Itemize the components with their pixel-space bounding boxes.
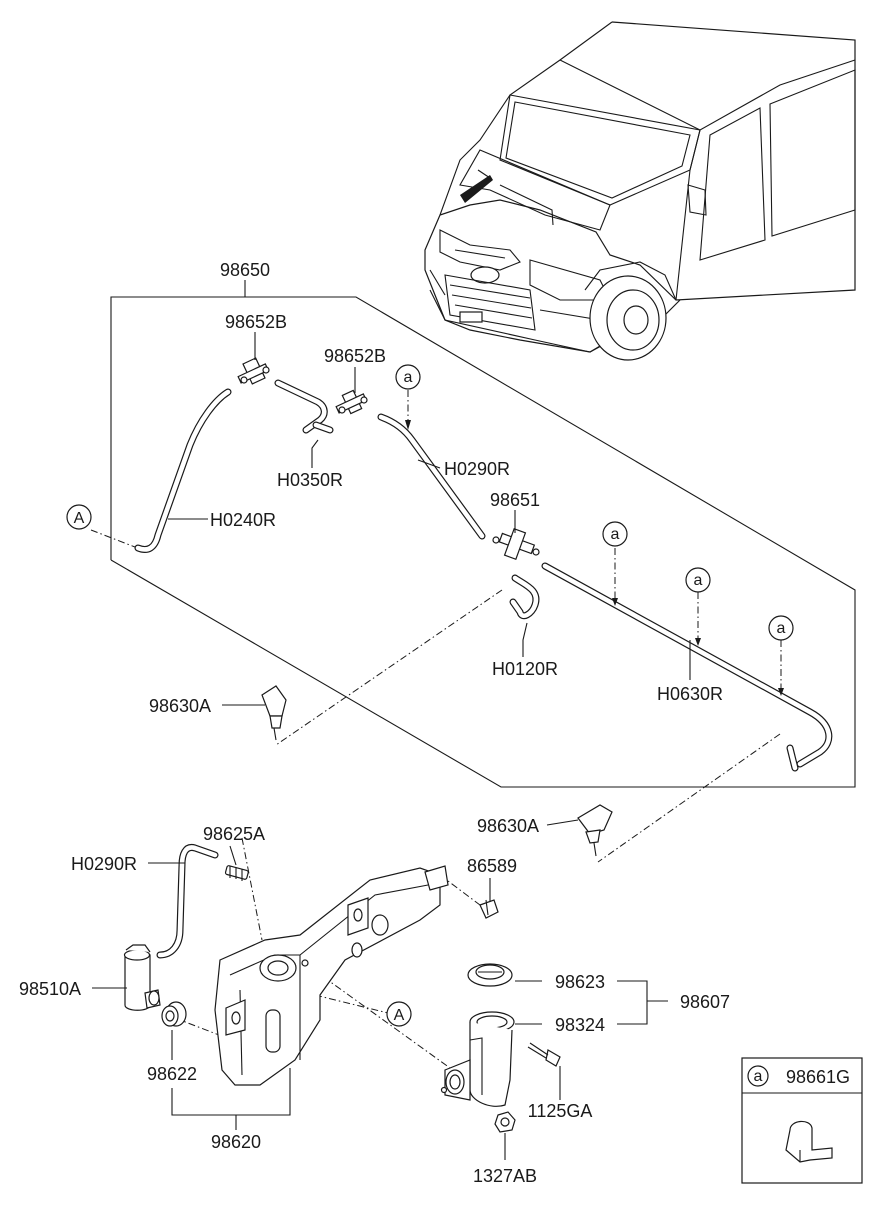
label-98650: 98650	[220, 260, 270, 280]
reservoir-98620	[214, 865, 449, 1086]
connector-98651	[492, 528, 540, 560]
hose-h0240r	[134, 388, 232, 553]
filler-neck-98324	[440, 1011, 515, 1107]
nozzle-98630a-2	[577, 804, 613, 857]
hose-h0290r-bottom	[156, 844, 219, 959]
label-98622: 98622	[147, 1064, 197, 1084]
label-98625a: 98625A	[203, 824, 265, 844]
label-1125ga: 1125GA	[528, 1101, 593, 1121]
connector-98652b-right	[335, 389, 368, 415]
label-98630a-1: 98630A	[149, 696, 211, 716]
legend-box-98661g: a	[741, 1057, 863, 1184]
label-h0240r: H0240R	[210, 510, 276, 530]
hose-h0350r	[274, 379, 334, 434]
clip-86589	[479, 899, 499, 919]
pump-98510a	[123, 944, 161, 1011]
hose-h0120r	[509, 574, 540, 620]
arrow-heads	[405, 420, 784, 696]
hose-h0630r	[541, 562, 833, 772]
grommet-98622	[161, 1001, 187, 1027]
assembly-outline-98650	[110, 280, 856, 788]
label-h0120r: H0120R	[492, 659, 558, 679]
guide-lines	[90, 390, 782, 1069]
label-h0290r-bottom: H0290R	[71, 854, 137, 874]
grommet-98625a	[224, 865, 249, 881]
svg-text:A: A	[394, 1007, 405, 1024]
ref-marker-a-1: a	[395, 364, 421, 390]
svg-text:A: A	[74, 510, 85, 527]
label-98661g: 98661G	[786, 1067, 850, 1087]
label-98607: 98607	[680, 992, 730, 1012]
ref-marker-A-lower: A	[386, 1001, 412, 1027]
nozzle-98630a-1	[261, 685, 287, 741]
label-h0630r: H0630R	[657, 684, 723, 704]
label-98652b-2: 98652B	[324, 346, 386, 366]
ref-marker-a-4: a	[768, 615, 794, 641]
label-h0290r-top: H0290R	[444, 459, 510, 479]
cap-98623	[467, 963, 513, 987]
label-98620: 98620	[211, 1132, 261, 1152]
label-98652b-1: 98652B	[225, 312, 287, 332]
svg-text:a: a	[404, 369, 413, 386]
label-98651: 98651	[490, 490, 540, 510]
svg-text:a: a	[611, 526, 620, 543]
svg-text:a: a	[754, 1068, 763, 1085]
ref-marker-a-3: a	[685, 567, 711, 593]
label-h0350r: H0350R	[277, 470, 343, 490]
label-98623: 98623	[555, 972, 605, 992]
label-98510a: 98510A	[19, 979, 81, 999]
label-98324: 98324	[555, 1015, 605, 1035]
vehicle-illustration	[424, 21, 856, 361]
nut-1327ab	[494, 1111, 516, 1133]
hose-h0290r-top	[377, 413, 486, 540]
label-98630a-2: 98630A	[477, 816, 539, 836]
label-86589: 86589	[467, 856, 517, 876]
ref-marker-a-2: a	[602, 521, 628, 547]
connector-98652b-left	[237, 357, 270, 385]
bolt-1125ga	[527, 1042, 561, 1067]
svg-text:a: a	[777, 620, 786, 637]
svg-text:a: a	[694, 572, 703, 589]
label-1327ab: 1327AB	[473, 1166, 537, 1186]
leader-lines	[92, 332, 691, 1160]
ref-marker-A-upper: A	[66, 504, 92, 530]
